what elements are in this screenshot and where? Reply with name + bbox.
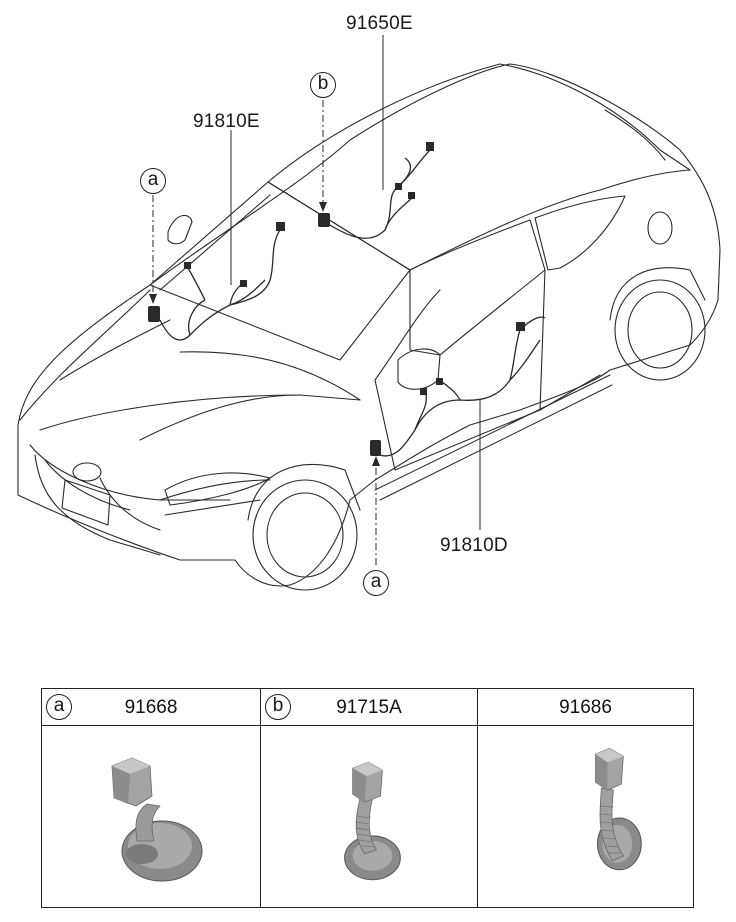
label-91810d: 91810D (440, 535, 508, 556)
grommet-91686-image (595, 747, 642, 871)
part-number-91715a: 91715A (336, 697, 402, 718)
parts-column-1: a 91668 (42, 689, 260, 907)
label-91650e: 91650E (346, 13, 413, 34)
grommet-91668-image (111, 757, 203, 882)
marker-b-top: b (310, 72, 336, 98)
parts-column-3: 91686 (477, 689, 693, 907)
car-illustration (17, 35, 721, 591)
parts-column-2: b 91715A (260, 689, 477, 907)
parts-header-1: a 91668 (42, 689, 260, 726)
marker-a-bottom: a (363, 570, 389, 596)
part-number-91686: 91686 (559, 697, 612, 718)
column-marker-b: b (265, 694, 291, 720)
grommet-91715a-image (344, 761, 401, 881)
parts-header-3: 91686 (478, 689, 693, 726)
marker-a-top: a (140, 168, 166, 194)
part-number-91668: 91668 (124, 697, 178, 718)
column-marker-a: a (46, 694, 72, 720)
parts-table: a 91668 b 91715A (41, 688, 694, 908)
label-91810e: 91810E (193, 111, 260, 132)
parts-header-2: b 91715A (261, 689, 477, 726)
